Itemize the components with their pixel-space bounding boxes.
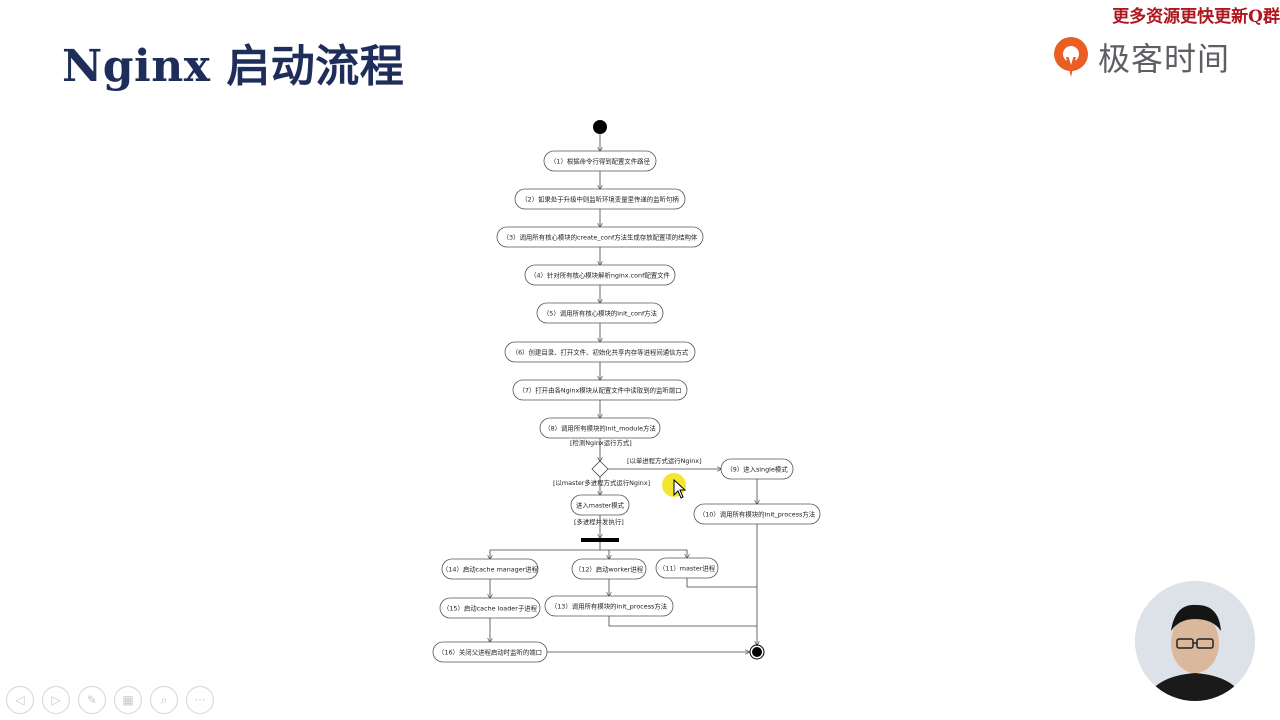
start-node [593,120,607,134]
action-node-nm [570,494,630,516]
action-node-n15 [439,597,541,619]
edge-label-check-mode: [检测Nginx运行方式] [570,438,632,447]
action-label-n5: （5）调用所有核心模块的init_conf方法 [543,308,658,317]
zoom-icon[interactable]: ⌕ [150,686,178,714]
action-label-n4: （4）针对所有核心模块解析nginx.conf配置文件 [530,270,670,279]
geektime-logo-icon [1054,37,1088,77]
action-label-n13: （13）调用所有模块的init_process方法 [551,601,668,610]
presenter-avatar [1135,581,1255,701]
pen-icon[interactable]: ✎ [78,686,106,714]
next-icon[interactable]: ▷ [42,686,70,714]
action-node-n13 [544,595,674,617]
action-node-n11 [655,557,719,579]
prev-icon[interactable]: ◁ [6,686,34,714]
action-label-nm: 进入master模式 [576,500,625,509]
action-node-n7 [512,379,688,401]
action-label-n6: （6）创建目录、打开文件、初始化共享内存等进程间通信方式 [512,347,689,356]
end-node-ring [749,644,765,660]
edge-label-single-branch: [以单进程方式运行Nginx] [627,456,702,465]
end-node [752,647,762,657]
edge-fork-to-11 [609,549,687,558]
action-node-n9 [720,458,794,480]
presenter-image [1135,581,1255,701]
edge-label-fork: [多进程并发执行] [574,517,624,526]
decision-diamond [591,460,609,478]
action-label-n1: （1）根据命令行得到配置文件路径 [550,156,651,165]
action-label-n16: （16）关闭父进程启动时监听的端口 [438,647,542,656]
edge-11-to-merge [686,578,757,588]
action-node-n10 [693,503,821,525]
action-label-n9: （9）进入single模式 [726,464,788,473]
action-label-n3: （3）调用所有核心模块的create_conf方法生成存放配置项的结构体 [503,232,698,241]
action-label-n2: （2）如果处于升级中则监听环境变量里传递的监听句柄 [521,194,679,203]
edge-13-to-merge [608,616,757,627]
action-node-n5 [536,302,664,324]
action-label-n15: （15）启动cache loader子进程 [443,603,538,612]
action-label-n11: （11）master进程 [659,563,716,572]
action-label-n14: （14）启动cache manager进程 [442,564,539,573]
action-node-n1 [543,150,657,172]
brand-logo: 极客时间 [1052,34,1230,80]
more-icon[interactable]: ··· [186,686,214,714]
action-label-n7: （7）打开由各Nginx模块从配置文件中读取到的监听端口 [518,385,681,394]
action-label-n8: （8）调用所有模块的init_module方法 [544,423,656,432]
action-node-n14 [441,558,539,580]
edge-fork-to-12 [600,549,609,559]
action-node-n6 [504,341,696,363]
slide-title: Nginx 启动流程 [62,41,405,92]
edge-label-master-branch: [以master多进程方式运行Nginx] [553,478,650,487]
fork-bar [581,538,619,542]
action-node-n12 [571,558,647,580]
watermark-text: 更多资源更快更新Q群 [1112,7,1280,27]
action-node-n16 [432,641,548,663]
mouse-cursor-icon [673,479,687,499]
action-node-n8 [539,417,661,439]
edge-fork-to-14 [490,542,601,559]
action-node-n2 [514,188,686,210]
slides-icon[interactable]: ▦ [114,686,142,714]
action-node-n4 [524,264,676,286]
brand-name: 极客时间 [1098,40,1231,78]
action-label-n12: （12）启动worker进程 [575,564,644,573]
slide-controls: ◁ ▷ ✎ ▦ ⌕ ··· [6,686,214,714]
action-node-n3 [496,226,704,248]
action-label-n10: （10）调用所有模块的init_process方法 [699,509,816,518]
